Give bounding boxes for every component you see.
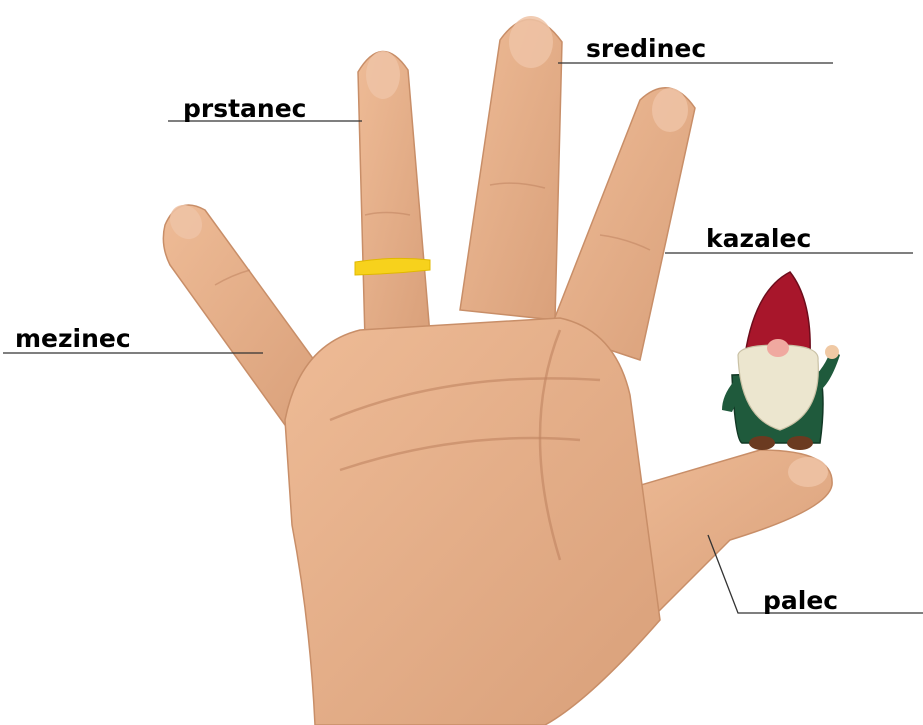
ring-finger-nail bbox=[366, 51, 400, 99]
gnome-hand bbox=[825, 345, 839, 359]
index-finger-nail bbox=[652, 88, 688, 132]
label-thumb: palec bbox=[763, 588, 838, 613]
middle-finger-nail bbox=[509, 16, 553, 68]
gnome-boot-right bbox=[787, 436, 813, 450]
label-ring-finger: prstanec bbox=[183, 96, 307, 121]
label-index-finger: kazalec bbox=[706, 226, 811, 251]
ring-finger bbox=[358, 51, 430, 340]
gnome-nose bbox=[767, 339, 789, 357]
middle-finger bbox=[460, 19, 562, 320]
thumb-nail bbox=[788, 457, 828, 487]
label-little-finger: mezinec bbox=[15, 326, 131, 351]
palm bbox=[285, 318, 660, 725]
gnome-figure bbox=[722, 272, 840, 450]
label-middle-finger: sredinec bbox=[586, 36, 706, 61]
gnome-boot-left bbox=[749, 436, 775, 450]
